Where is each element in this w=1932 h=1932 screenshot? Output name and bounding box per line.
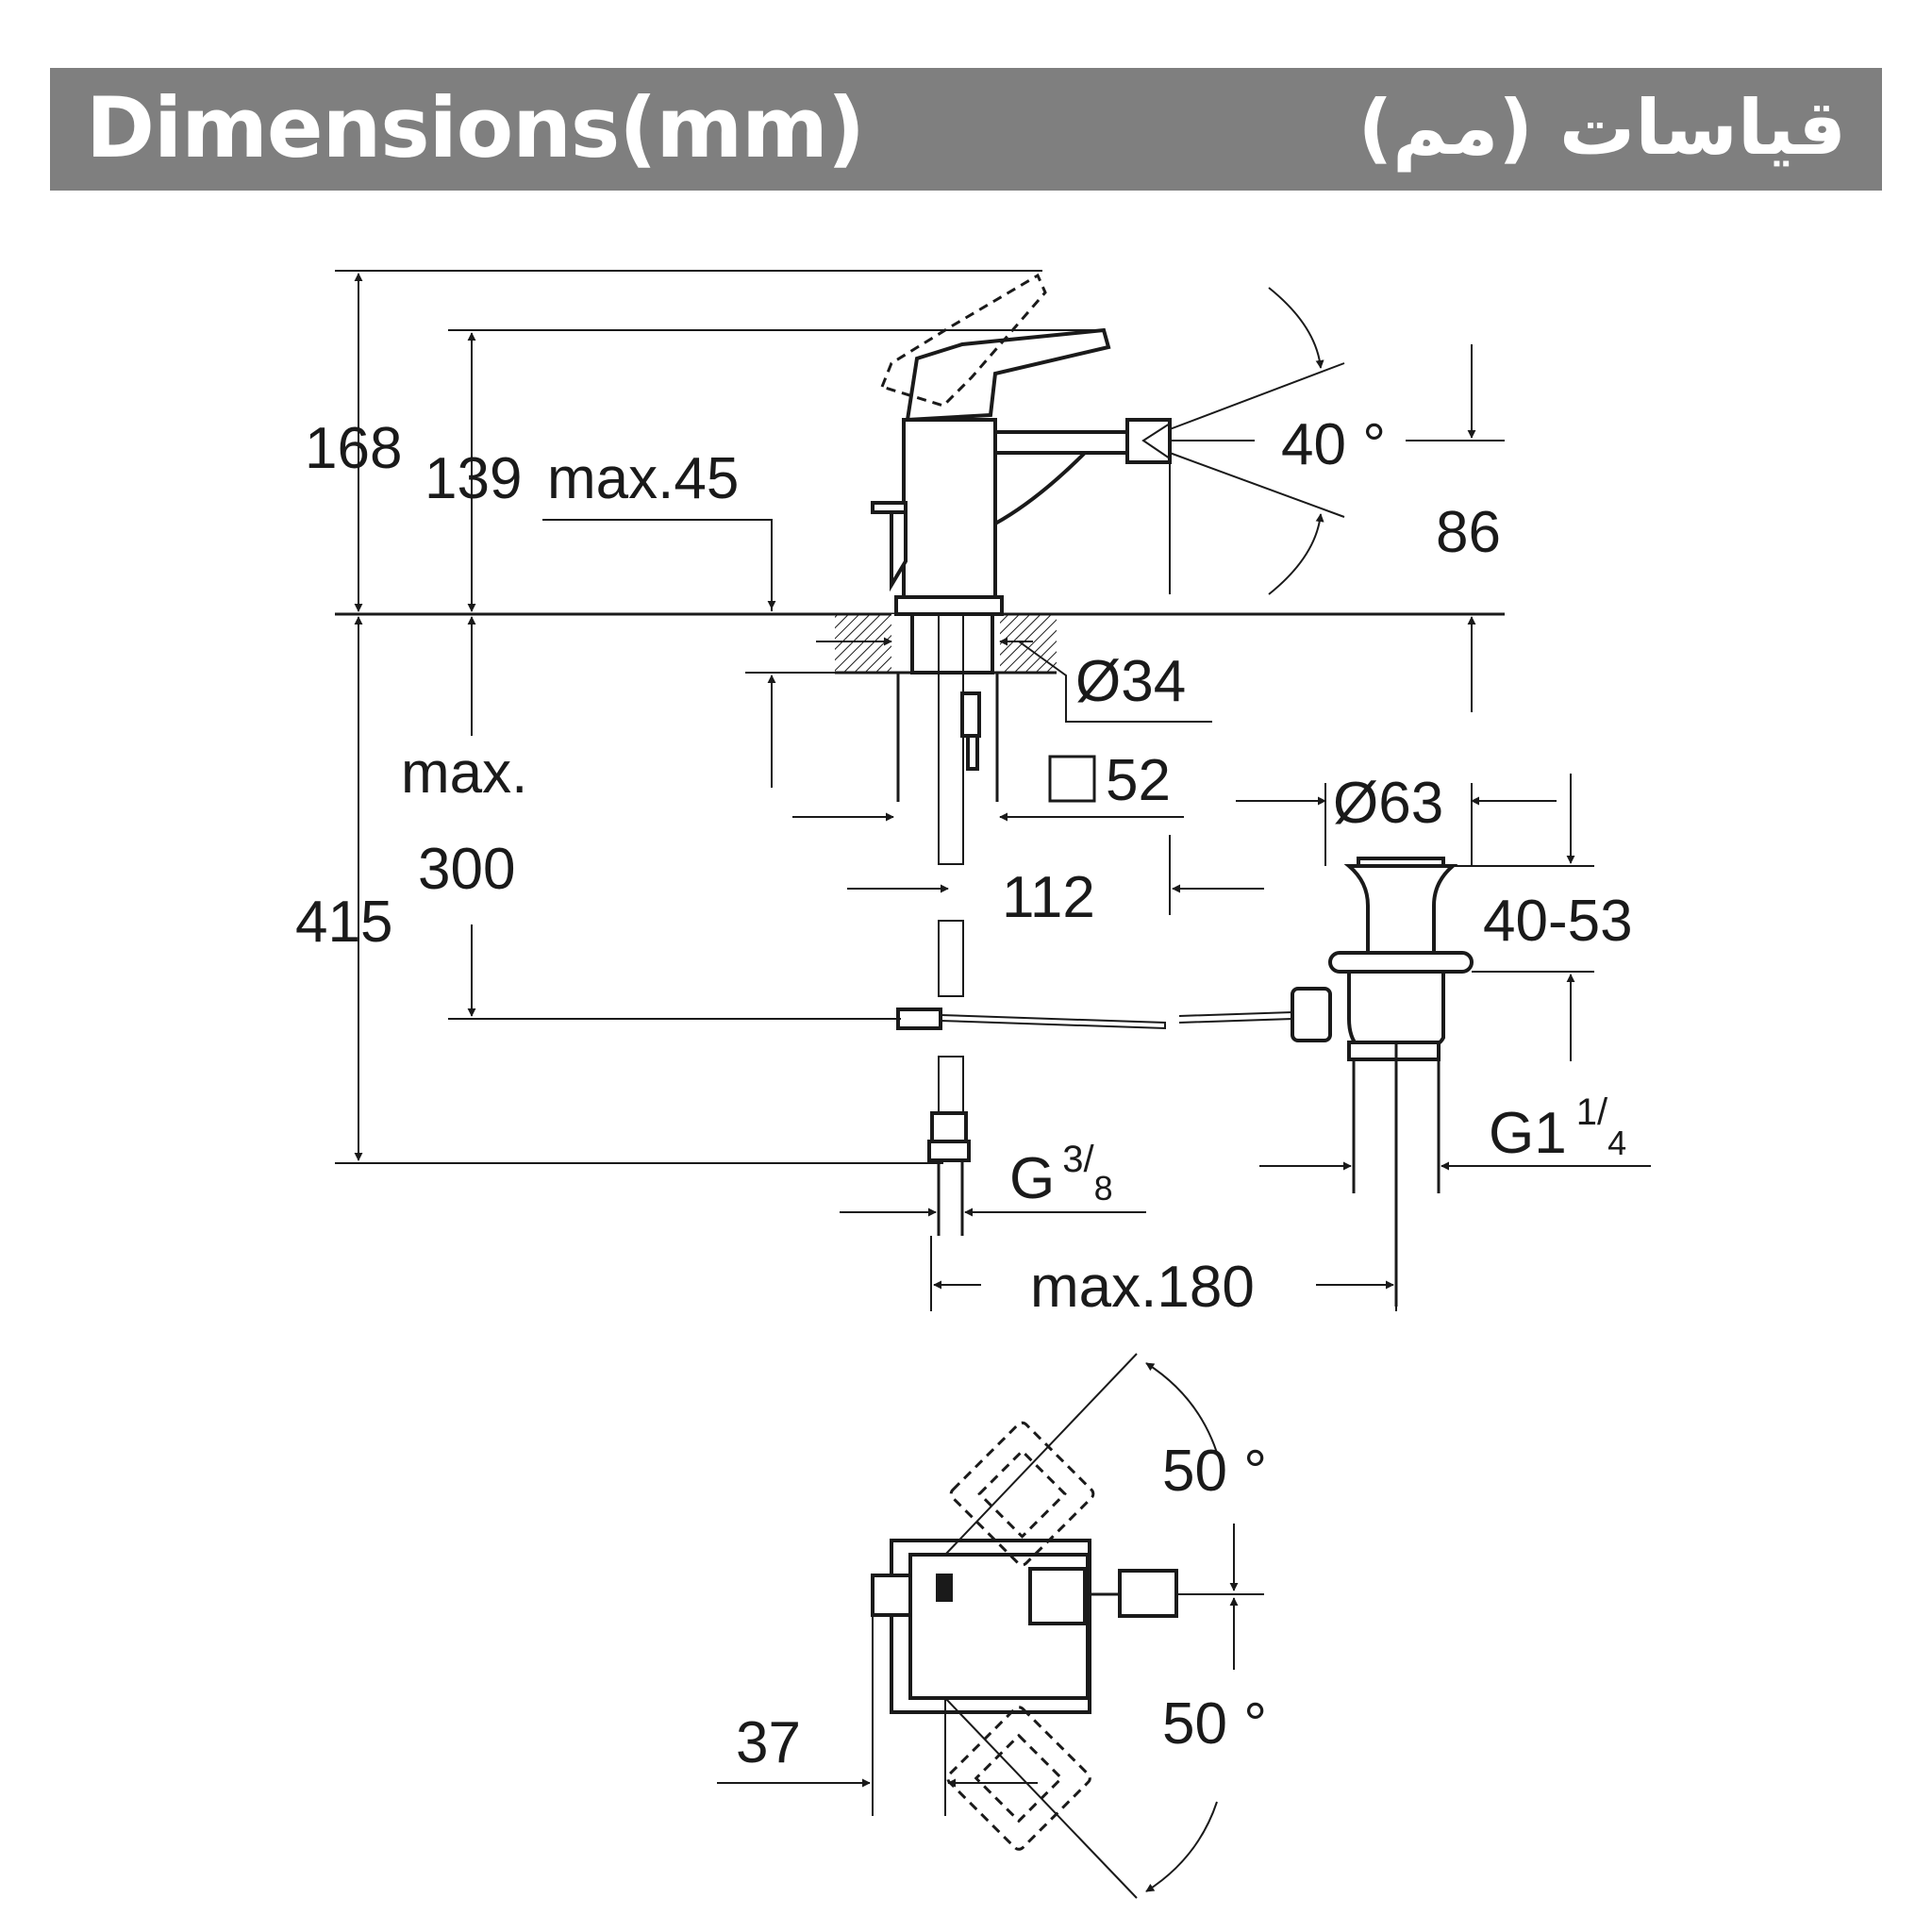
square-symbol: [1048, 755, 1096, 803]
side-view: 168 139 max.45 40 ° 86 Ø34 52 max. 300 4…: [295, 270, 1651, 1320]
top-handle-mark: [936, 1574, 953, 1602]
dim-415: 415: [295, 890, 392, 955]
lever-handle: [905, 327, 1111, 423]
aerator: [1125, 418, 1172, 464]
top-spout: [1118, 1569, 1178, 1618]
top-popup: [871, 1574, 912, 1617]
dim-angle-40: 40 °: [1281, 412, 1386, 477]
dim-168: 168: [305, 416, 402, 481]
faucet-body: [902, 418, 997, 599]
dim-diameter-34: Ø34: [1075, 649, 1186, 714]
top-lever-square: [1028, 1567, 1087, 1625]
dim-angle-50-lower: 50 °: [1162, 1691, 1267, 1757]
dim-square-52: 52: [1106, 748, 1171, 813]
faucet-base: [894, 595, 1004, 616]
lever-tilted: [880, 273, 1047, 408]
page-title: Dimensions(mm): [86, 79, 865, 176]
dim-139: 139: [425, 446, 522, 511]
dim-max-45: max.45: [547, 446, 739, 511]
top-view: 50 ° 50 ° 37: [717, 1353, 1267, 1899]
dim-86: 86: [1436, 500, 1501, 565]
drain-nut: [1291, 987, 1332, 1042]
dim-max-180: max.180: [1030, 1255, 1255, 1320]
dim-300: 300: [418, 837, 515, 902]
page-title-arabic: قياسات (مم): [1357, 84, 1846, 172]
dim-37: 37: [736, 1710, 801, 1775]
header-banner: Dimensions(mm) قياسات (مم): [50, 68, 1882, 191]
dim-112: 112: [1002, 865, 1095, 930]
dim-diameter-63: Ø63: [1333, 771, 1443, 836]
supply-hose: [938, 613, 964, 865]
faucet-spout: [993, 430, 1134, 455]
dim-40-53: 40-53: [1483, 889, 1633, 954]
dim-max-label: max.: [401, 741, 527, 806]
drain-body: [1343, 864, 1458, 955]
dim-angle-50-upper: 50 °: [1162, 1439, 1267, 1504]
